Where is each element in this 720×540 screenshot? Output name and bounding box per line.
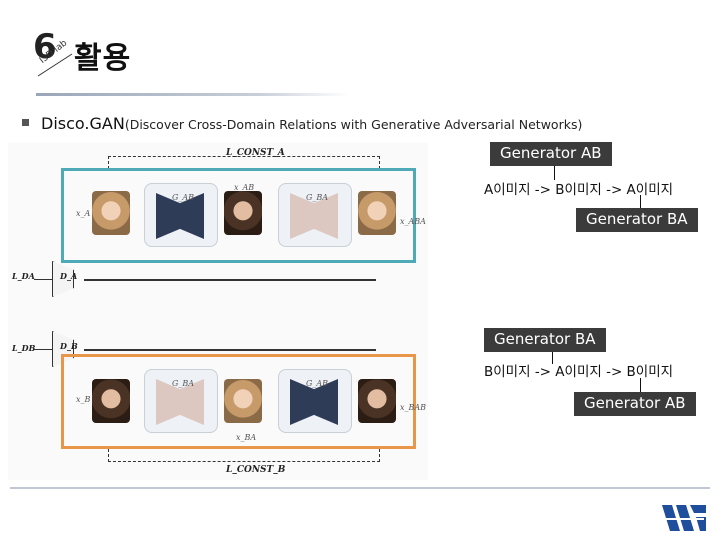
const-a-loop (108, 156, 380, 169)
label-l-const-b: L_CONST_B (226, 465, 286, 475)
title-underline (36, 93, 350, 96)
university-logo-icon (662, 505, 706, 531)
translated-face-ba (224, 379, 262, 423)
top-sequence-text: A이미지 -> B이미지 -> A이미지 (484, 182, 674, 198)
label-x-aba: x_ABA (400, 217, 426, 226)
bullet-square-icon (22, 119, 29, 126)
label-x-b: x_B (76, 395, 91, 404)
label-g-ab-top: G_AB (172, 193, 195, 202)
label-x-ab: x_AB (234, 183, 255, 192)
input-face-b (92, 379, 130, 423)
top-connector-2 (640, 195, 641, 209)
loss-arrow-da (34, 279, 52, 280)
slide-number: 6 (33, 27, 57, 67)
reconstructed-face-bab (358, 379, 396, 423)
label-l-db: L_DB (12, 343, 36, 353)
bullet-main-text: Disco.GAN (41, 114, 125, 133)
label-l-da: L_DA (12, 271, 35, 281)
label-g-ba-top: G_BA (306, 193, 329, 202)
domain-a-cycle-box (61, 168, 416, 263)
top-generator-ba-label: Generator BA (576, 208, 698, 232)
reconstructed-face-aba (358, 191, 396, 235)
slide-title: 활용 (74, 41, 132, 76)
bottom-sequence-text: B이미지 -> A이미지 -> B이미지 (484, 364, 674, 380)
bottom-generator-ab-label: Generator AB (574, 392, 696, 416)
bullet-sub-text: (Discover Cross-Domain Relations with Ge… (124, 117, 583, 132)
db-link (84, 349, 376, 351)
label-da: D_A (60, 271, 78, 281)
label-db: D_B (60, 341, 78, 351)
footer-rule (10, 487, 710, 489)
bottom-generator-ba-label: Generator BA (484, 328, 606, 352)
top-generator-ab-label: Generator AB (490, 142, 612, 166)
label-x-a: x_A (76, 209, 91, 218)
bullet-item: Disco.GAN(Discover Cross-Domain Relation… (22, 114, 582, 133)
da-link (84, 279, 376, 281)
label-g-ba-bottom: G_BA (172, 379, 195, 388)
label-l-const-a: L_CONST_A (226, 148, 285, 158)
bottom-connector-1 (552, 352, 553, 364)
lab-mark-slash-icon (37, 53, 73, 77)
translated-face-ab (224, 191, 262, 235)
top-connector-1 (554, 166, 555, 180)
label-g-ab-bottom: G_AB (306, 379, 329, 388)
domain-b-cycle-box (61, 354, 416, 449)
input-face-a (92, 191, 130, 235)
label-x-ba: x_BA (236, 433, 257, 442)
loss-arrow-db (34, 349, 52, 350)
discogan-diagram: L_CONST_A x_A G_AB x_AB G_BA x_ABA D_A L… (8, 143, 428, 480)
bottom-connector-2 (640, 378, 641, 392)
label-x-bab: x_BAB (400, 403, 427, 412)
const-b-loop (108, 449, 380, 462)
